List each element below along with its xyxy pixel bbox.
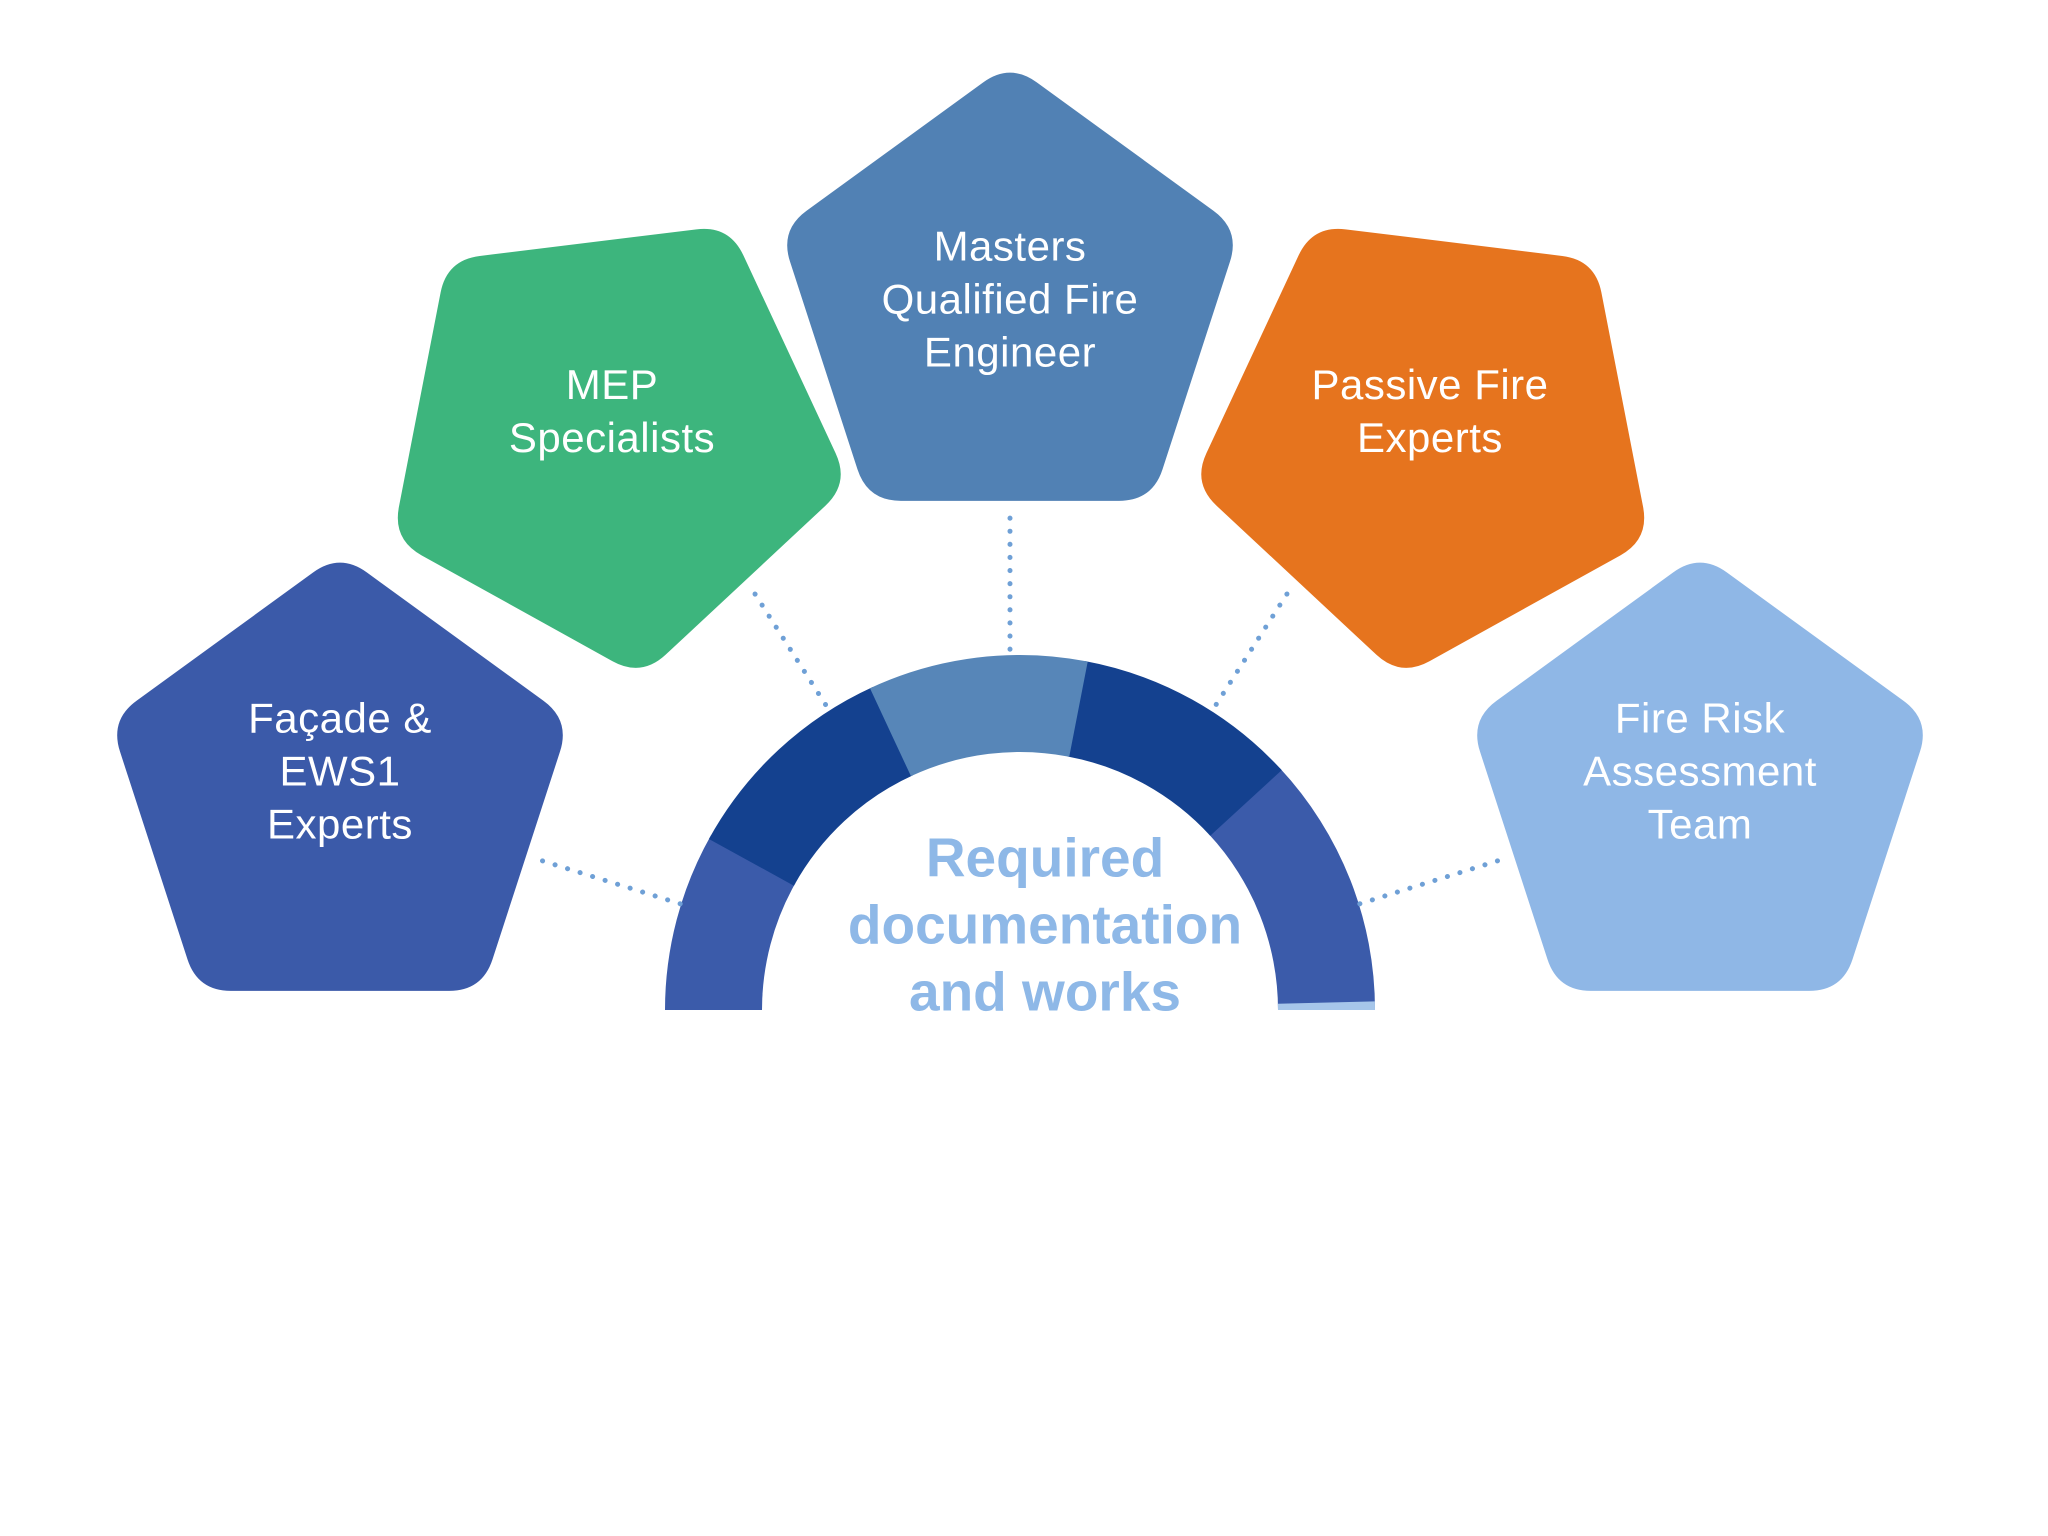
pentagon-label-facade-ews1: Façade & EWS1 Experts [248,694,432,848]
hub-arc-segment-right-sliver [1277,1001,1375,1010]
hub-arc-segment-left-leg [665,835,796,1010]
hub-arc-segment-upper-left [708,686,914,886]
hub-arc-segment-upper-right [1067,660,1282,836]
pentagon-label-passive-fire: Passive Fire Experts [1311,361,1549,461]
pentagon-mep [389,220,849,676]
pentagon-facade-ews1 [109,554,571,999]
connector-line-facade-ews1 [527,854,684,907]
hub-arc-segment-right-leg [1208,767,1375,1010]
pentagon-fire-engineer [779,64,1241,509]
pentagon-label-fire-risk: Fire Risk Assessment Team [1583,694,1817,848]
pentagon-label-fire-engineer: Masters Qualified Fire Engineer [881,222,1139,376]
connector-line-fire-risk [1356,854,1513,907]
pentagon-label-mep: MEP Specialists [508,361,716,461]
hub-arc-segment-top [869,654,1088,777]
connector-line-passive-fire [1209,580,1297,714]
hub-center-label: Required documentation and works [847,826,1243,1023]
pentagon-passive-fire [1193,220,1653,676]
connector-line-mep [745,580,832,713]
pentagon-fire-risk [1469,554,1931,999]
